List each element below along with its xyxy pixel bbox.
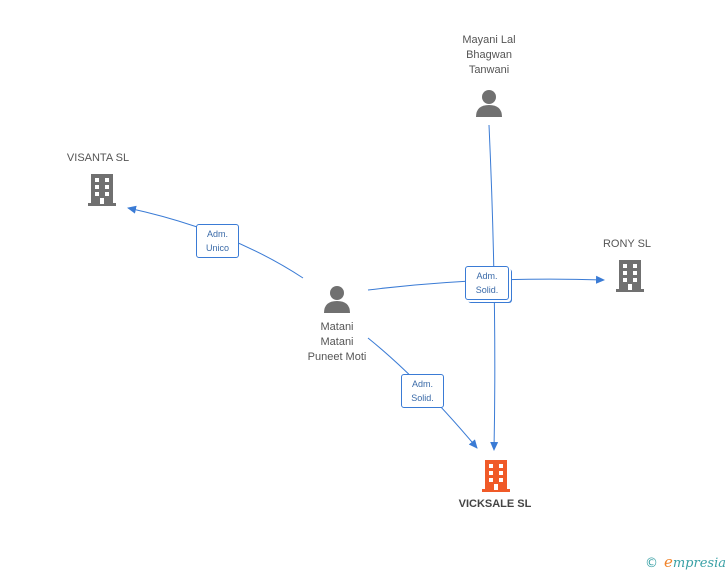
copyright-symbol: © — [644, 556, 658, 571]
node-label-matani: Matani Matani Puneet Moti — [307, 321, 367, 363]
person-icon[interactable] — [474, 88, 504, 118]
edge-label-adm-solid-top: Adm. Solid. — [465, 266, 509, 300]
building-icon[interactable] — [86, 171, 118, 207]
brand-initial: e — [663, 553, 673, 571]
edge-label-adm-solid-bottom: Adm. Solid. — [401, 374, 444, 408]
building-icon[interactable] — [614, 257, 646, 293]
brand-name: mpresia — [672, 556, 726, 571]
edge-label-adm-unico: Adm. Unico — [196, 224, 239, 258]
node-label-mayani: Mayani Lal Bhagwan Tanwani — [462, 34, 516, 76]
person-icon[interactable] — [322, 284, 352, 314]
empresia-logo: © empresia — [645, 553, 726, 571]
node-label-rony: RONY SL — [602, 238, 652, 250]
node-label-vicksale: VICKSALE SL — [458, 498, 532, 510]
building-icon[interactable] — [480, 457, 512, 493]
node-label-visanta: VISANTA SL — [66, 152, 130, 164]
